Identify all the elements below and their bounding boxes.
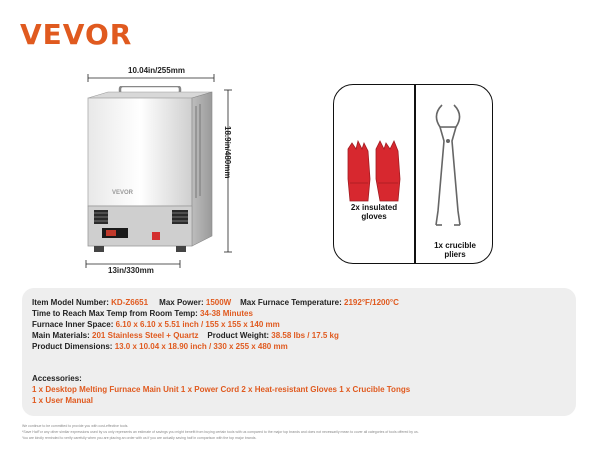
pliers-caption: 1x crucible pliers [416, 241, 492, 259]
model-label: Item Model Number: [32, 298, 109, 307]
temp-label: Max Furnace Temperature: [240, 298, 342, 307]
gloves-caption-line-1: 2x insulated [350, 203, 398, 212]
melting-furnace-image: VEVOR [84, 84, 216, 254]
spec-line-model: Item Model Number: KD-Z6651 Max Power: 1… [32, 298, 399, 307]
footer-line-1: We continue to be committed to provide y… [22, 424, 129, 428]
weight-value: 38.58 lbs / 17.5 kg [271, 331, 339, 340]
accessories-divider [414, 85, 416, 263]
width-dimension-label: 10.04in/255mm [128, 66, 185, 75]
weight-label: Product Weight: [207, 331, 270, 340]
dimension-lines [85, 74, 232, 268]
spec-line-inner: Furnace Inner Space: 6.10 x 6.10 x 5.51 … [32, 320, 280, 329]
accessories-line-2: 1 x User Manual [32, 396, 93, 405]
accessories-image-box: 2x insulated gloves 1x crucible pliers [333, 84, 493, 264]
temp-value: 2192°F/1200°C [344, 298, 399, 307]
power-value: 1500W [205, 298, 232, 307]
insulated-gloves-image [347, 139, 401, 202]
specifications-panel: Item Model Number: KD-Z6651 Max Power: 1… [22, 288, 576, 416]
pliers-caption-line-2: pliers [444, 250, 466, 259]
model-value: KD-Z6651 [111, 298, 149, 307]
materials-label: Main Materials: [32, 331, 90, 340]
inner-value: 6.10 x 6.10 x 5.51 inch / 155 x 155 x 14… [115, 320, 280, 329]
vevor-logo: VEVOR [20, 18, 133, 51]
inner-label: Furnace Inner Space: [32, 320, 114, 329]
crucible-pliers-image [435, 104, 461, 226]
spec-line-time: Time to Reach Max Temp from Room Temp: 3… [32, 309, 253, 318]
dims-value: 13.0 x 10.04 x 18.90 inch / 330 x 255 x … [114, 342, 288, 351]
gloves-caption: 2x insulated gloves [338, 203, 410, 221]
accessories-line-1: 1 x Desktop Melting Furnace Main Unit 1 … [32, 385, 411, 394]
accessories-title: Accessories: [32, 374, 82, 383]
time-value: 34-38 Minutes [200, 309, 253, 318]
gloves-caption-line-2: gloves [361, 212, 387, 221]
spec-line-dims: Product Dimensions: 13.0 x 10.04 x 18.90… [32, 342, 288, 351]
footer-line-3: You are kindly reminded to verify carefu… [22, 436, 257, 440]
time-label: Time to Reach Max Temp from Room Temp: [32, 309, 198, 318]
furnace-badge: VEVOR [112, 190, 134, 196]
materials-value: 201 Stainless Steel + Quartz [92, 331, 199, 340]
power-label: Max Power: [159, 298, 204, 307]
depth-dimension-label: 13in/330mm [108, 266, 154, 275]
footer-line-2: *Save Half"or any other similar expressi… [22, 430, 419, 434]
spec-line-materials: Main Materials: 201 Stainless Steel + Qu… [32, 331, 339, 340]
dims-label: Product Dimensions: [32, 342, 113, 351]
pliers-caption-line-1: 1x crucible [434, 241, 476, 250]
